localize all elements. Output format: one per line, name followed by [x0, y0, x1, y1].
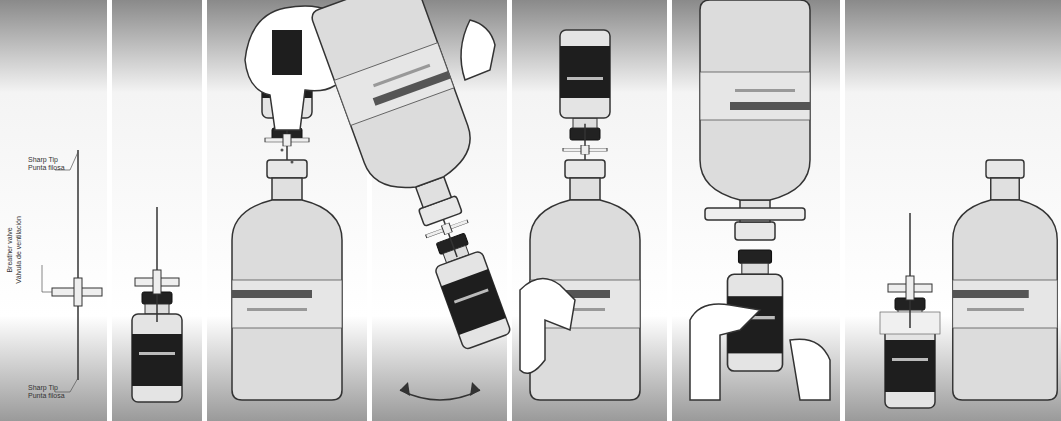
- part-label: Breather valve: [6, 227, 14, 272]
- part-label: Punta filosa: [28, 164, 65, 172]
- part-label: Sharp Tip: [28, 384, 58, 392]
- part-label: Válvula de ventilación: [15, 216, 23, 284]
- part-label: Sharp Tip: [28, 156, 58, 164]
- part-label: Punta filosa: [28, 392, 65, 400]
